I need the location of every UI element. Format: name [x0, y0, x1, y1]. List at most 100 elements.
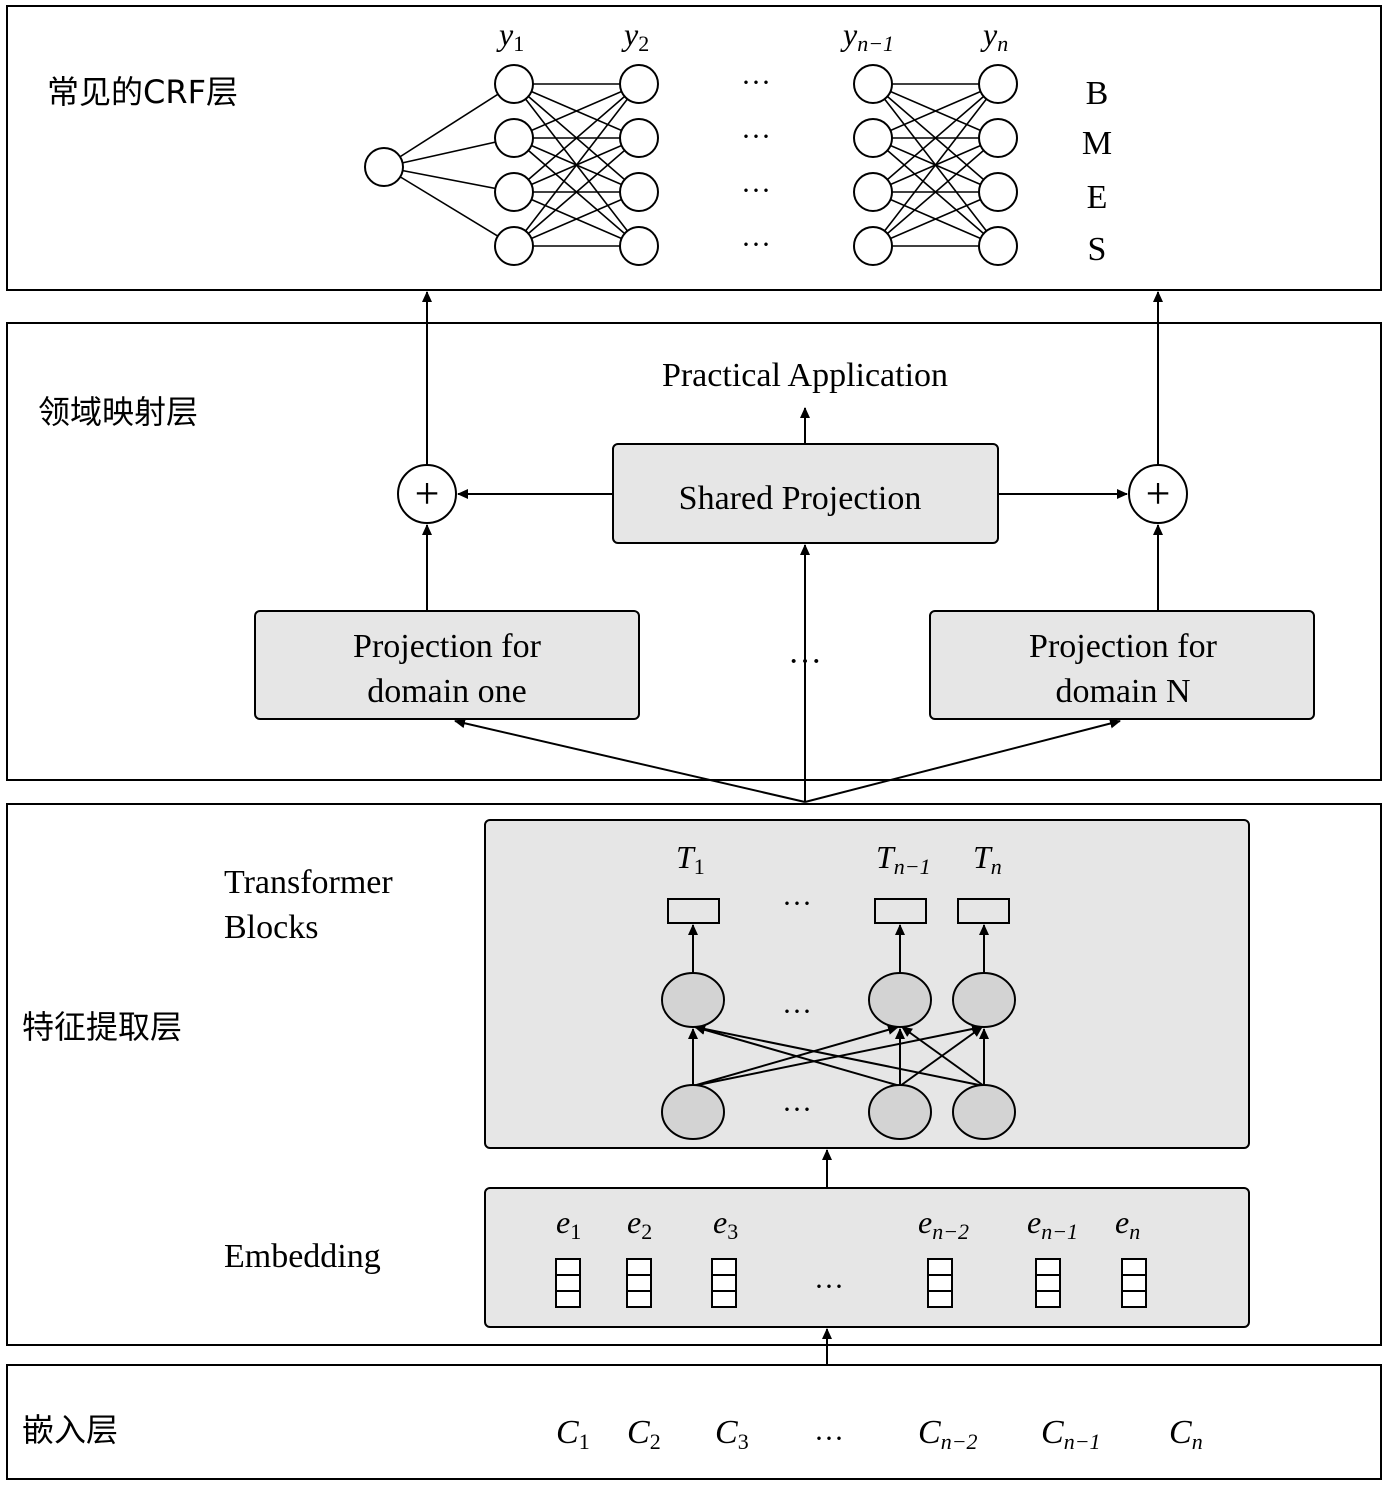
- e-label-2: e2: [627, 1204, 652, 1244]
- crf-node-c2-r1: [619, 64, 659, 104]
- crf-node-c1-r2: [494, 118, 534, 158]
- plus-symbol-right: +: [1146, 469, 1171, 518]
- tag-label-s: S: [1088, 231, 1107, 268]
- c-label-n: Cn: [1169, 1414, 1203, 1454]
- t-output-box-n: [957, 898, 1010, 924]
- projection-domain-one-line1: Projection for: [353, 628, 542, 665]
- crf-node-c3-r2: [853, 118, 893, 158]
- crf-ellipsis-column: ············: [741, 66, 771, 261]
- input-ellipsis: ···: [814, 1422, 844, 1455]
- e-label-1: e1: [556, 1204, 581, 1244]
- c-label-n-minus-2: Cn−2: [918, 1414, 978, 1454]
- embedding-vector-cell-3-2: [711, 1274, 737, 1292]
- crf-node-c1-r4: [494, 226, 534, 266]
- transformer-blocks-box: [484, 819, 1250, 1149]
- t-output-box-n-minus-1: [874, 898, 927, 924]
- embedding-vector-cell-5-1: [1035, 1258, 1061, 1276]
- crf-transition-edge: [872, 83, 999, 139]
- crf-node-c1-r3: [494, 172, 534, 212]
- crf-node-c4-r1: [978, 64, 1018, 104]
- transformer-upper-node-n: [952, 972, 1016, 1028]
- transformer-upper-node-n-minus-1: [868, 972, 932, 1028]
- c-label-n-minus-1: Cn−1: [1041, 1414, 1101, 1454]
- crf-node-c2-r3: [619, 172, 659, 212]
- crf-node-c3-r3: [853, 172, 893, 212]
- e-label-3: e3: [713, 1204, 738, 1244]
- e-label-n: en: [1115, 1204, 1140, 1244]
- y-label-n-minus-1: yn−1: [840, 16, 894, 56]
- plus-node-left: [397, 464, 457, 524]
- crf-start-edge-3: [383, 166, 515, 193]
- y-label-2: y2: [621, 16, 649, 56]
- crf-ellipsis-2: ···: [741, 120, 771, 153]
- embedding-vector-cell-1-1: [555, 1258, 581, 1276]
- embedding-vector-cell-2-2: [626, 1274, 652, 1292]
- crf-node-c3-r1: [853, 64, 893, 104]
- practical-application-label: Practical Application: [662, 357, 948, 394]
- embedding-input-layer-title: 嵌入层: [22, 1411, 118, 1449]
- tag-label-b: B: [1086, 75, 1109, 112]
- embedding-vector-cell-5-3: [1035, 1290, 1061, 1308]
- projection-domain-one-box: [254, 610, 640, 720]
- mapping-ellipsis: ···: [788, 643, 822, 680]
- embedding-vector-cell-4-1: [927, 1258, 953, 1276]
- crf-layer-title: 常见的CRF层: [47, 73, 238, 111]
- e-label-n-minus-2: en−2: [918, 1204, 969, 1244]
- crf-ellipsis-4: ···: [741, 228, 771, 261]
- transformer-upper-node-1: [661, 972, 725, 1028]
- embedding-vector-cell-4-2: [927, 1274, 953, 1292]
- crf-transition-edge: [513, 83, 640, 247]
- transformer-lower-node-1: [661, 1084, 725, 1140]
- crf-node-c2-r2: [619, 118, 659, 158]
- crf-layer-panel: [6, 5, 1382, 291]
- t-label-n-minus-1: Tn−1: [876, 839, 931, 879]
- edge-b3-u1: [694, 1024, 985, 1087]
- embedding-vector-cell-3-1: [711, 1258, 737, 1276]
- crf-transition-edge: [513, 191, 640, 247]
- edge-b2-u1: [694, 1024, 901, 1087]
- projection-domain-n-line1: Projection for: [1029, 628, 1218, 665]
- embedding-vector-cell-2-1: [626, 1258, 652, 1276]
- domain-mapping-layer-title: 领域映射层: [38, 393, 198, 431]
- plus-symbol-left: +: [415, 469, 440, 518]
- embedding-vector-cell-6-2: [1121, 1274, 1147, 1292]
- crf-transition-edge: [872, 83, 999, 193]
- crf-transition-edge: [872, 83, 999, 247]
- shared-projection-label: Shared Projection: [679, 480, 922, 517]
- t-label-n: Tn: [973, 839, 1002, 879]
- transformer-label-line2: Blocks: [224, 909, 318, 946]
- embedding-vector-cell-6-3: [1121, 1290, 1147, 1308]
- plus-node-right: [1128, 464, 1188, 524]
- y-label-n: yn: [980, 16, 1008, 56]
- e-label-n-minus-1: en−1: [1027, 1204, 1078, 1244]
- transformer-upper-ellipsis: ···: [782, 995, 812, 1028]
- transformer-lower-node-n: [952, 1084, 1016, 1140]
- transformer-lower-ellipsis: ···: [782, 1093, 812, 1126]
- crf-transition-edge: [513, 137, 640, 247]
- edge-b2-u3: [899, 1026, 983, 1087]
- crf-transition-edge: [513, 83, 640, 193]
- tag-label-m: M: [1082, 125, 1112, 162]
- c-label-1: C1: [556, 1414, 590, 1454]
- crf-node-c3-r4: [853, 226, 893, 266]
- embedding-input-layer-panel: [6, 1364, 1382, 1480]
- projection-domain-n-box: [929, 610, 1315, 720]
- embedding-vector-cell-3-3: [711, 1290, 737, 1308]
- embedding-vector-cell-6-1: [1121, 1258, 1147, 1276]
- embedding-vector-cell-4-3: [927, 1290, 953, 1308]
- crf-transition-edge: [513, 83, 640, 139]
- c-label-3: C3: [715, 1414, 749, 1454]
- crf-transition-edge: [872, 137, 999, 247]
- crf-node-c1-r1: [494, 64, 534, 104]
- t-ellipsis: ···: [782, 887, 812, 920]
- crf-network: [364, 64, 1018, 266]
- embedding-vector-cell-2-3: [626, 1290, 652, 1308]
- embedding-ellipsis: ···: [814, 1270, 844, 1303]
- crf-ellipsis-1: ···: [741, 66, 771, 99]
- y-label-1: y1: [496, 16, 524, 56]
- crf-start-edge-1: [383, 83, 515, 168]
- tag-label-e: E: [1087, 179, 1108, 216]
- t-label-1: T1: [676, 839, 705, 879]
- crf-node-c4-r2: [978, 118, 1018, 158]
